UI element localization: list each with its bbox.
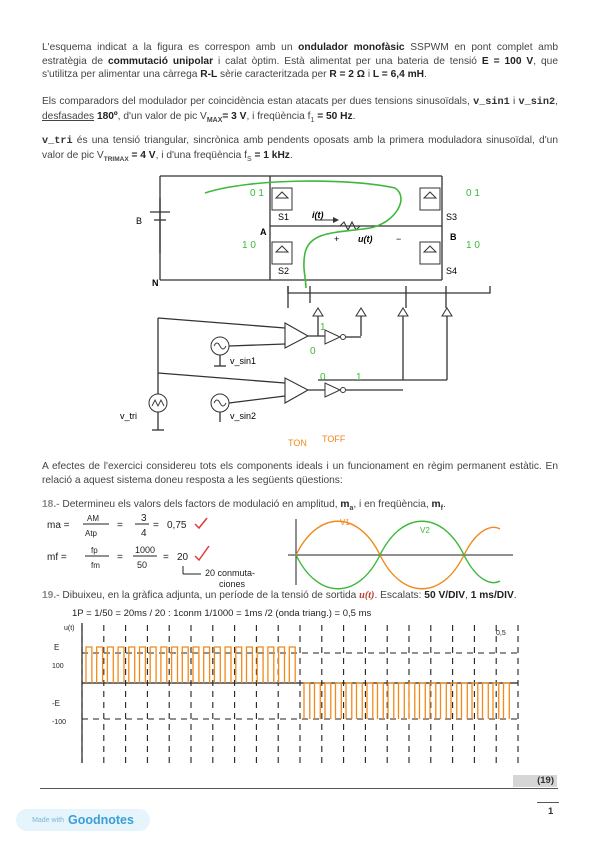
q18-handwritten-answer: ma = AM Atp = 3 4 = 0,75 mf = fp fm = 10… <box>47 513 255 589</box>
hw-neg100-label: -100 <box>52 719 66 726</box>
hw-eq3: = <box>117 552 123 563</box>
hw-eq1: = <box>117 520 123 531</box>
page-number-rule <box>537 802 559 803</box>
hw-01-right: 0 1 <box>466 188 480 199</box>
badge-brand: Goodnotes <box>67 813 134 827</box>
badge-made-with: Made with <box>32 816 64 824</box>
hw-1-b: 1 <box>356 372 362 383</box>
hw-ton: TON <box>288 438 307 448</box>
page-number: 1 <box>548 806 554 817</box>
inverter-circuit-diagram: B N A B S1 S2 S3 S4 i(t) u(t) + − v_sin1… <box>120 175 491 448</box>
hw-eq4: = <box>163 552 169 563</box>
hw-100-label: 100 <box>52 663 64 670</box>
hw-conm-2: ciones <box>219 579 246 589</box>
voltage-label: u(t) <box>358 234 373 244</box>
battery-label: B <box>136 216 142 226</box>
hw-mf: mf = <box>47 552 67 563</box>
intro-paragraph: L'esquema indicat a la figura es corresp… <box>42 42 558 80</box>
triangle-paragraph: v_tri és una tensió triangular, sincròni… <box>42 135 558 163</box>
minus-sign: − <box>396 234 401 244</box>
hw-am: AM <box>87 514 99 523</box>
switch-s2-label: S2 <box>278 266 289 276</box>
hw-v2: V2 <box>420 526 430 535</box>
vsin1-label: v_sin1 <box>230 356 256 366</box>
pwm-pulse-band <box>303 682 510 719</box>
hw-075: 0,75 <box>167 520 187 531</box>
comparators-paragraph: Els comparadors del modulador per coinci… <box>42 96 558 124</box>
hw-atp: Atp <box>85 529 98 538</box>
pwm-pulse-band <box>85 646 296 683</box>
question-19: 19.- Dibuixeu, en la gràfica adjunta, un… <box>42 590 517 601</box>
hw-toff: TOFF <box>322 434 346 444</box>
hw-4: 4 <box>141 528 147 539</box>
q19-output-waveform-graph: 1P = 1/50 = 20ms / 20 : 1conm 1/1000 = 1… <box>52 608 519 763</box>
hw-v1: V1 <box>340 518 350 527</box>
hw-e-label: E <box>54 643 59 652</box>
hw-fp: fp <box>91 546 98 555</box>
node-a-label: A <box>260 227 267 237</box>
current-label: i(t) <box>312 210 324 220</box>
score-box: (19) <box>513 775 557 787</box>
switch-s1-label: S1 <box>278 212 289 222</box>
switch-s3-label: S3 <box>446 212 457 222</box>
hw-0-a: 0 <box>310 346 316 357</box>
hw-ma: ma = <box>47 520 70 531</box>
hw-period-note: 1P = 1/50 = 20ms / 20 : 1conm 1/1000 = 1… <box>72 608 372 619</box>
hw-1-a: 1 <box>320 322 326 333</box>
node-n-label: N <box>152 278 159 288</box>
vsin2-label: v_sin2 <box>230 411 256 421</box>
hw-eq2: = <box>153 520 159 531</box>
considerations-paragraph: A efectes de l'exercici considereu tots … <box>42 461 558 486</box>
node-b-label: B <box>450 232 457 242</box>
hw-01-left: 0 1 <box>250 188 264 199</box>
footer-rule <box>40 788 558 789</box>
goodnotes-badge[interactable]: Made with Goodnotes <box>16 809 150 831</box>
hw-1000: 1000 <box>135 545 155 555</box>
hw-10-right: 1 0 <box>466 240 480 251</box>
hw-conm-1: 20 conmuta- <box>205 568 255 578</box>
hw-ut-label: u(t) <box>64 625 75 632</box>
vtri-label: v_tri <box>120 411 137 421</box>
hw-3: 3 <box>141 513 147 524</box>
question-18: 18.- Determineu els valors dels factors … <box>42 499 446 513</box>
hw-10-left: 1 0 <box>242 240 256 251</box>
q18-sine-sketch: V1 V2 <box>288 518 513 590</box>
plus-sign: + <box>334 234 339 244</box>
hw-0-b: 0 <box>320 372 326 383</box>
hw-fm: fm <box>91 561 100 570</box>
switch-s4-label: S4 <box>446 266 457 276</box>
hw-neg-e-label: -E <box>52 699 60 708</box>
hw-ms-label: 0,5 <box>496 630 506 637</box>
hw-20: 20 <box>177 552 189 563</box>
hw-50: 50 <box>137 560 147 570</box>
